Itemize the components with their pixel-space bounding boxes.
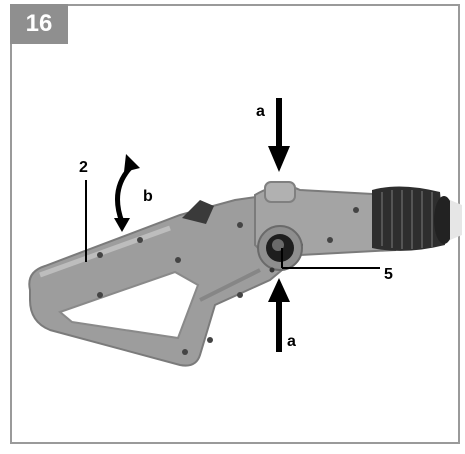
collar [372,186,462,251]
figure-number-badge: 16 [10,4,68,44]
label-rotation-b: b [143,188,153,205]
label-part-2: 2 [79,159,88,176]
label-press-bottom-a: a [287,333,296,350]
locking-button [257,225,303,273]
handle-body [28,193,301,367]
press-arrow-top [268,98,290,172]
label-press-top-a: a [256,103,265,120]
label-part-5: 5 [384,266,393,283]
press-arrow-bottom [268,278,290,352]
rotation-arrow [114,154,140,232]
